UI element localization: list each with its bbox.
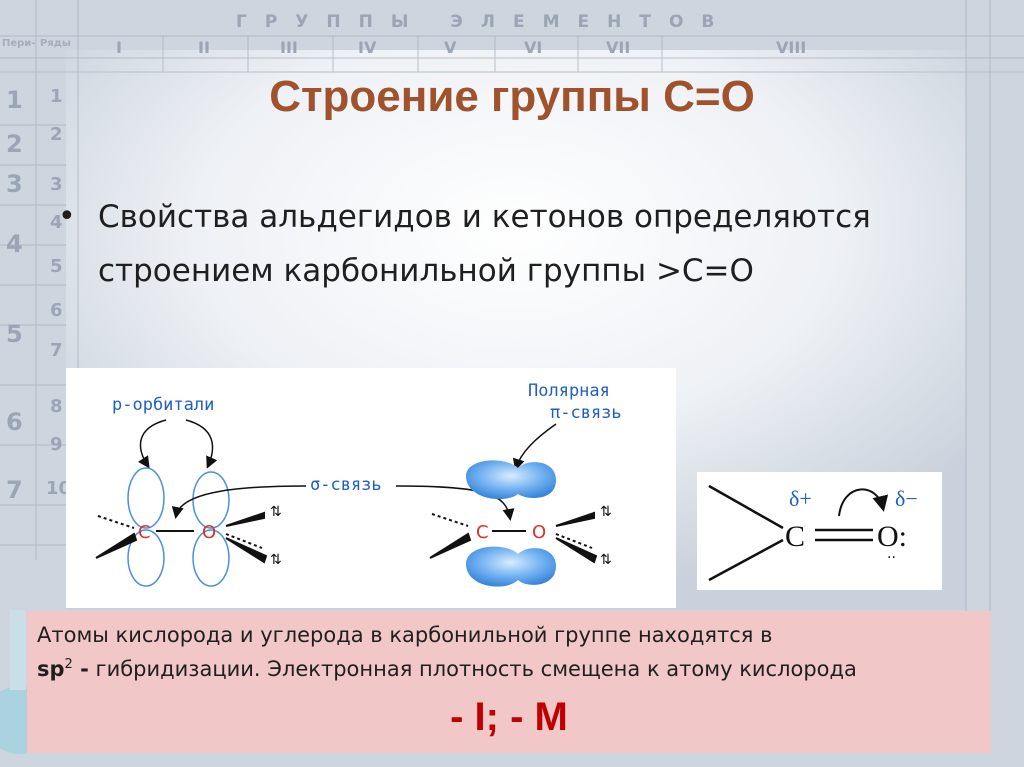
svg-text:8: 8 [50, 396, 63, 417]
effects-formula: - I; - M [450, 695, 568, 739]
carbonyl-polarity-diagram: C O: .. δ+ δ− [697, 472, 942, 590]
atom-c-right: C [476, 522, 489, 543]
bg-period-4: 4 [6, 230, 23, 258]
bg-group-3: III [280, 38, 298, 57]
slide-title: Строение группы С=О [269, 72, 755, 121]
arrow-sigma-left [171, 485, 307, 519]
svg-text:5: 5 [50, 256, 63, 277]
bg-col-label-rows: Ряды [40, 38, 71, 49]
lone-pair-dots: .. [887, 546, 896, 562]
carbonyl-c: C [785, 520, 805, 553]
bg-period-5: 5 [6, 320, 23, 348]
p-orbital-o [192, 471, 230, 587]
svg-text:7: 7 [50, 340, 63, 361]
bg-group-8: VIII [776, 38, 806, 57]
bullet-dot: • [58, 199, 76, 234]
lone-pair-1: ⇅ [270, 504, 282, 520]
bg-group-7: VII [606, 38, 630, 57]
atom-o-left: O [202, 522, 216, 543]
bg-group-2: II [198, 38, 210, 57]
svg-text:3: 3 [50, 174, 63, 195]
arrow-p-to-c [138, 419, 167, 469]
atom-c-left: C [138, 522, 151, 543]
arrow-p-to-o [185, 419, 218, 469]
lone-pair-3: ⇅ [600, 504, 612, 520]
bg-group-1: I [116, 38, 122, 57]
bg-period-6: 6 [6, 408, 23, 436]
svg-text:4: 4 [50, 212, 63, 233]
right-molecule [429, 511, 598, 564]
bullet-text: Свойства альдегидов и кетонов определяют… [98, 199, 871, 289]
svg-text:6: 6 [50, 300, 63, 321]
bg-period-1: 1 [6, 86, 23, 114]
sp-dash: - [72, 657, 89, 681]
p-orbital-c [127, 467, 165, 587]
sp-label: sp [37, 657, 65, 681]
arrow-pi [512, 423, 557, 471]
label-sigma-bond: σ-связь [310, 475, 382, 495]
delta-plus: δ+ [789, 486, 812, 511]
note-line-1: Атомы кислорода и углерода в карбонильно… [37, 623, 773, 647]
carbonyl-o: O: [877, 520, 907, 553]
lone-pair-2: ⇅ [270, 552, 282, 568]
bg-group-5: V [444, 38, 457, 57]
svg-text:10: 10 [46, 478, 71, 499]
atom-o-right: O [532, 522, 546, 543]
lone-pair-4: ⇅ [600, 552, 612, 568]
sp-superscript: 2 [64, 657, 73, 672]
note-line-2-text: гибридизации. Электронная плотность смещ… [88, 657, 857, 681]
delta-minus: δ− [895, 486, 918, 511]
bg-period-2: 2 [6, 130, 23, 158]
label-pi-bond: π-связь [550, 403, 622, 423]
note-box: Атомы кислорода и углерода в карбонильно… [27, 611, 991, 753]
note-line-2: sp2 - гибридизации. Электронная плотност… [37, 657, 857, 681]
bg-col-label-periods: Пери- [2, 38, 35, 49]
pi-cloud-top [466, 460, 556, 500]
svg-text:2: 2 [50, 124, 63, 145]
svg-text:9: 9 [50, 434, 63, 455]
orbital-diagram: p-орбитали C O ⇅ ⇅ σ-связь Полярная π-св… [66, 368, 676, 608]
bg-group-6: VI [524, 38, 542, 57]
bg-period-3: 3 [6, 170, 23, 198]
bg-period-7: 7 [6, 476, 23, 504]
label-p-orbitals: p-орбитали [112, 395, 214, 415]
pi-cloud-bottom [466, 546, 556, 587]
bg-group-4: IV [358, 38, 377, 57]
bg-table-header: ГРУППЫ ЭЛЕМЕНТОВ [236, 12, 732, 32]
left-molecule [95, 511, 268, 564]
svg-text:1: 1 [50, 86, 63, 107]
arrow-electron-shift [838, 488, 889, 517]
label-polar: Полярная [528, 381, 610, 401]
